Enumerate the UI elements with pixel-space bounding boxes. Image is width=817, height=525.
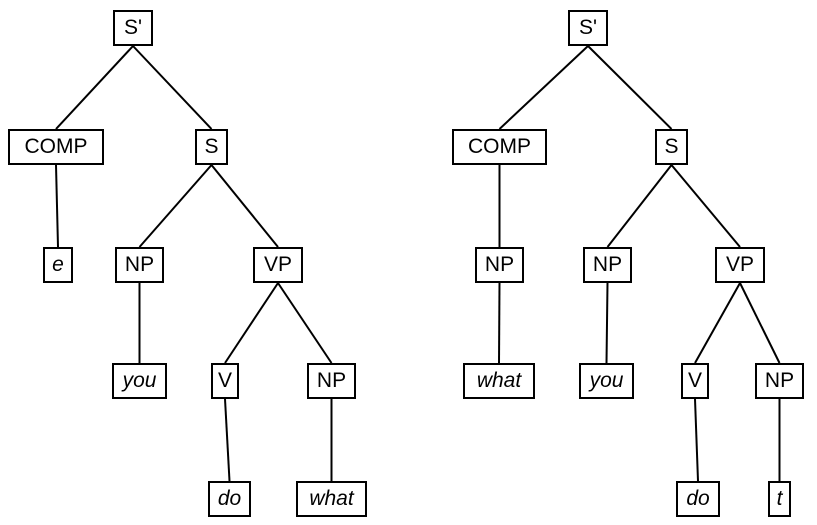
tree-node-r-what: what: [463, 363, 535, 399]
tree-node-label: VP: [263, 253, 292, 276]
tree-edge: [132, 45, 213, 130]
tree-node-label: e: [52, 253, 64, 276]
tree-node-label: S': [578, 16, 598, 39]
tree-node-label: COMP: [468, 135, 531, 158]
tree-node-label: V: [687, 369, 702, 392]
tree-node-l-v: V: [211, 363, 239, 399]
tree-edge: [138, 164, 213, 248]
tree-node-l-you: you: [112, 363, 167, 399]
tree-node-r-vp: VP: [715, 247, 765, 283]
tree-node-l-e: e: [43, 247, 73, 283]
tree-node-label: NP: [316, 369, 347, 392]
tree-node-label: do: [217, 487, 242, 510]
tree-node-label: COMP: [24, 135, 88, 158]
tree-edge: [498, 282, 501, 364]
tree-node-label: NP: [484, 253, 515, 276]
tree-node-label: S: [664, 135, 679, 158]
tree-node-r-np1: NP: [583, 247, 632, 283]
tree-node-label: NP: [764, 369, 795, 392]
tree-node-l-vp: VP: [253, 247, 303, 283]
tree-edge: [55, 45, 134, 130]
tree-edge: [498, 45, 589, 130]
tree-node-label: you: [122, 369, 157, 392]
tree-node-label: NP: [592, 253, 623, 276]
tree-edge: [605, 282, 609, 364]
tree-node-r-np0: NP: [475, 247, 524, 283]
tree-edge: [739, 282, 781, 364]
tree-edge: [277, 282, 333, 364]
tree-node-label: VP: [725, 253, 754, 276]
tree-node-label: what: [309, 487, 354, 510]
tree-edge: [694, 398, 699, 482]
tree-node-label: S': [123, 16, 143, 39]
tree-node-r-sbar: S': [568, 10, 608, 46]
tree-node-l-np1: NP: [115, 247, 164, 283]
tree-edge: [606, 164, 673, 248]
tree-node-label: S: [204, 135, 219, 158]
tree-node-label: NP: [124, 253, 155, 276]
tree-node-l-what: what: [296, 481, 367, 517]
tree-node-label: you: [589, 369, 624, 392]
tree-node-l-s: S: [195, 129, 228, 165]
tree-node-r-you: you: [579, 363, 634, 399]
tree-edge: [224, 282, 279, 364]
tree-edge: [694, 282, 741, 364]
tree-edge: [670, 164, 741, 248]
tree-node-l-np2: NP: [307, 363, 356, 399]
tree-edge: [587, 45, 673, 130]
tree-node-l-do: do: [208, 481, 251, 517]
tree-node-l-comp: COMP: [8, 129, 104, 165]
tree-node-r-s: S: [655, 129, 688, 165]
tree-edge: [224, 398, 231, 482]
tree-node-r-do: do: [676, 481, 720, 517]
tree-node-r-t: t: [768, 481, 791, 517]
tree-node-r-np2: NP: [755, 363, 804, 399]
tree-node-r-comp: COMP: [452, 129, 547, 165]
tree-node-label: do: [686, 487, 710, 510]
tree-node-label: t: [776, 487, 783, 510]
tree-node-r-v: V: [681, 363, 709, 399]
tree-node-l-sbar: S': [113, 10, 153, 46]
tree-edge: [55, 164, 59, 248]
tree-node-label: V: [217, 369, 232, 392]
tree-edge: [210, 164, 279, 248]
tree-node-label: what: [476, 369, 522, 392]
